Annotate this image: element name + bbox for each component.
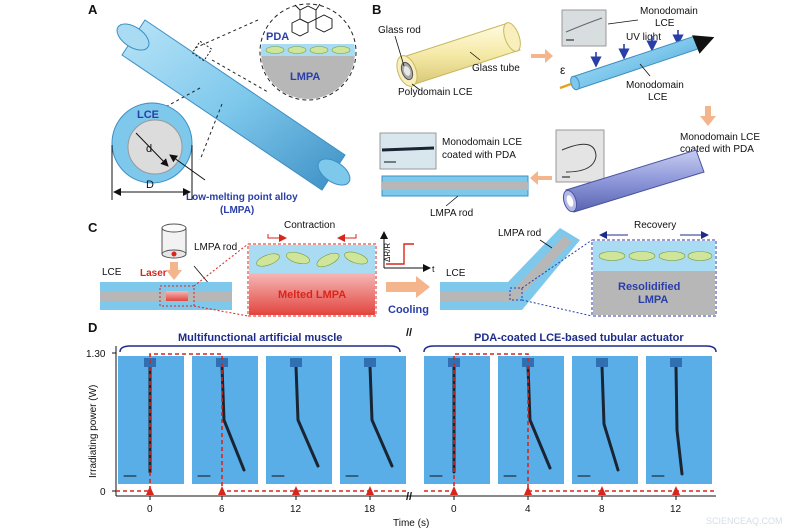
contraction-arrow-right	[337, 234, 357, 242]
tick-left-0: 0	[147, 504, 153, 515]
resolidified-line1: Resolidified	[618, 281, 680, 293]
lce-tube-3d	[116, 19, 351, 191]
panel-d-label: D	[88, 320, 97, 335]
tick-right-1: 4	[525, 504, 531, 515]
group-left-label: Multifunctional artificial muscle	[178, 332, 342, 344]
cooling-label: Cooling	[388, 304, 429, 316]
outer-diameter-label: D	[146, 179, 154, 191]
process-arrow-2	[700, 106, 716, 126]
zoom-box	[191, 40, 213, 62]
glass-tube-label: Glass tube	[472, 63, 520, 74]
mono-coated-right-line2: coated with PDA	[680, 144, 754, 155]
y-axis-label: Irradiating power (W)	[88, 385, 99, 478]
laser-label: Laser	[140, 268, 167, 279]
pda-coated-tube	[562, 149, 705, 213]
photo-inset-monodomain	[561, 9, 607, 47]
zoom-line-1	[193, 243, 249, 287]
x-axis-label: Time (s)	[393, 518, 429, 529]
magnified-pda-lmpa-circle: PDA LMPA	[259, 3, 357, 101]
break-mark-bottom: //	[406, 491, 412, 503]
tick-left-1: 6	[219, 504, 225, 515]
bracket-right	[423, 345, 717, 353]
lce-left-label: LCE	[102, 267, 122, 278]
uv-light-label: UV light	[626, 32, 661, 43]
resolidified-line2: LMPA	[638, 294, 668, 306]
resistance-mini-plot	[380, 231, 431, 272]
mono-coated-right-line1: Monodomain LCE	[680, 132, 760, 143]
cross-section: LCE d D Low-melting point alloy (LMPA)	[111, 102, 298, 216]
tick-right-0: 0	[451, 504, 457, 515]
lmpa-rod-strip	[381, 175, 529, 197]
panel-b-label: B	[372, 2, 381, 17]
break-mark-top: //	[406, 327, 412, 339]
y-zero-tick: 0	[100, 487, 106, 498]
cooling-arrow	[386, 276, 430, 298]
melted-lmpa-label: Melted LMPA	[278, 289, 346, 301]
t-label: t	[432, 264, 435, 274]
panel-d: D 1.30 0 Irradiating power (W) Time (s) …	[86, 320, 717, 529]
mono-lce-top-line2: LCE	[655, 18, 675, 29]
mono-lce-top-line1: Monodomain	[640, 6, 698, 17]
mono-lce-line1: Monodomain	[626, 80, 684, 91]
power-profile-trace	[116, 353, 716, 492]
mono-coated-left-line2: coated with PDA	[442, 150, 516, 161]
tick-left-2: 12	[290, 504, 302, 515]
panel-c: C Laser LMPA rod LCE	[88, 220, 717, 317]
panel-c-label: C	[88, 220, 98, 235]
time-markers	[146, 486, 680, 495]
mono-lce-line2: LCE	[648, 92, 668, 103]
inner-diameter-arrow	[135, 132, 169, 167]
lmpa-label-magnified: LMPA	[290, 71, 320, 83]
contraction-arrow-left	[267, 234, 287, 242]
x-ticks	[149, 496, 677, 500]
tick-right-2: 8	[599, 504, 605, 515]
melted-zoom-box	[247, 243, 377, 317]
panel-a-label: A	[88, 2, 98, 17]
contraction-label: Contraction	[284, 220, 335, 231]
photo-inset-coated	[555, 129, 605, 183]
panel-a: A	[88, 2, 357, 216]
photo-frames	[118, 356, 712, 484]
frame-right-1	[424, 356, 490, 484]
alloy-label-line1: Low-melting point alloy	[186, 192, 298, 203]
lce-right-label: LCE	[446, 268, 466, 279]
laser-head-icon	[161, 223, 187, 280]
polydomain-label: Polydomain LCE	[398, 87, 473, 98]
bracket-left	[119, 345, 401, 353]
straight-actuator-rod	[100, 282, 232, 310]
bent-actuator-rod	[440, 228, 580, 310]
lmpa-rod-right-label: LMPA rod	[498, 228, 541, 239]
zoom-pointer-top	[194, 19, 269, 93]
photo-inset-rod	[379, 132, 437, 170]
panel-b: B Glass rod Glass tube Polydomain LCE Mo…	[372, 2, 760, 219]
resolidified-zoom-box	[591, 239, 717, 317]
epsilon-label: ε	[560, 63, 566, 77]
glass-rod-tube	[396, 22, 521, 87]
inner-diameter-label: d	[146, 143, 152, 155]
glass-rod-label: Glass rod	[378, 25, 421, 36]
recovery-label: Recovery	[634, 220, 676, 231]
group-right-label: PDA-coated LCE-based tubular actuator	[474, 332, 684, 344]
frame-right-4	[646, 356, 712, 484]
process-arrow-1	[531, 49, 553, 63]
pda-label: PDA	[266, 31, 289, 43]
y-top-tick: 1.30	[86, 349, 106, 360]
alloy-label-line2: (LMPA)	[220, 205, 254, 216]
tick-left-3: 18	[364, 504, 376, 515]
watermark: SCIENCEAQ.COM	[706, 516, 783, 526]
alloy-pointer-arrow	[169, 154, 206, 181]
mono-coated-left-line1: Monodomain LCE	[442, 137, 522, 148]
process-arrow-3	[530, 171, 552, 185]
lmpa-rod-label-b: LMPA rod	[430, 208, 473, 219]
pda-molecule-icon	[291, 3, 333, 37]
lce-label-a: LCE	[137, 109, 159, 121]
tick-right-3: 12	[670, 504, 682, 515]
monodomain-lce-tube	[559, 35, 715, 91]
dr-label: ΔR/R	[383, 243, 392, 262]
lmpa-rod-left-label: LMPA rod	[194, 242, 237, 253]
